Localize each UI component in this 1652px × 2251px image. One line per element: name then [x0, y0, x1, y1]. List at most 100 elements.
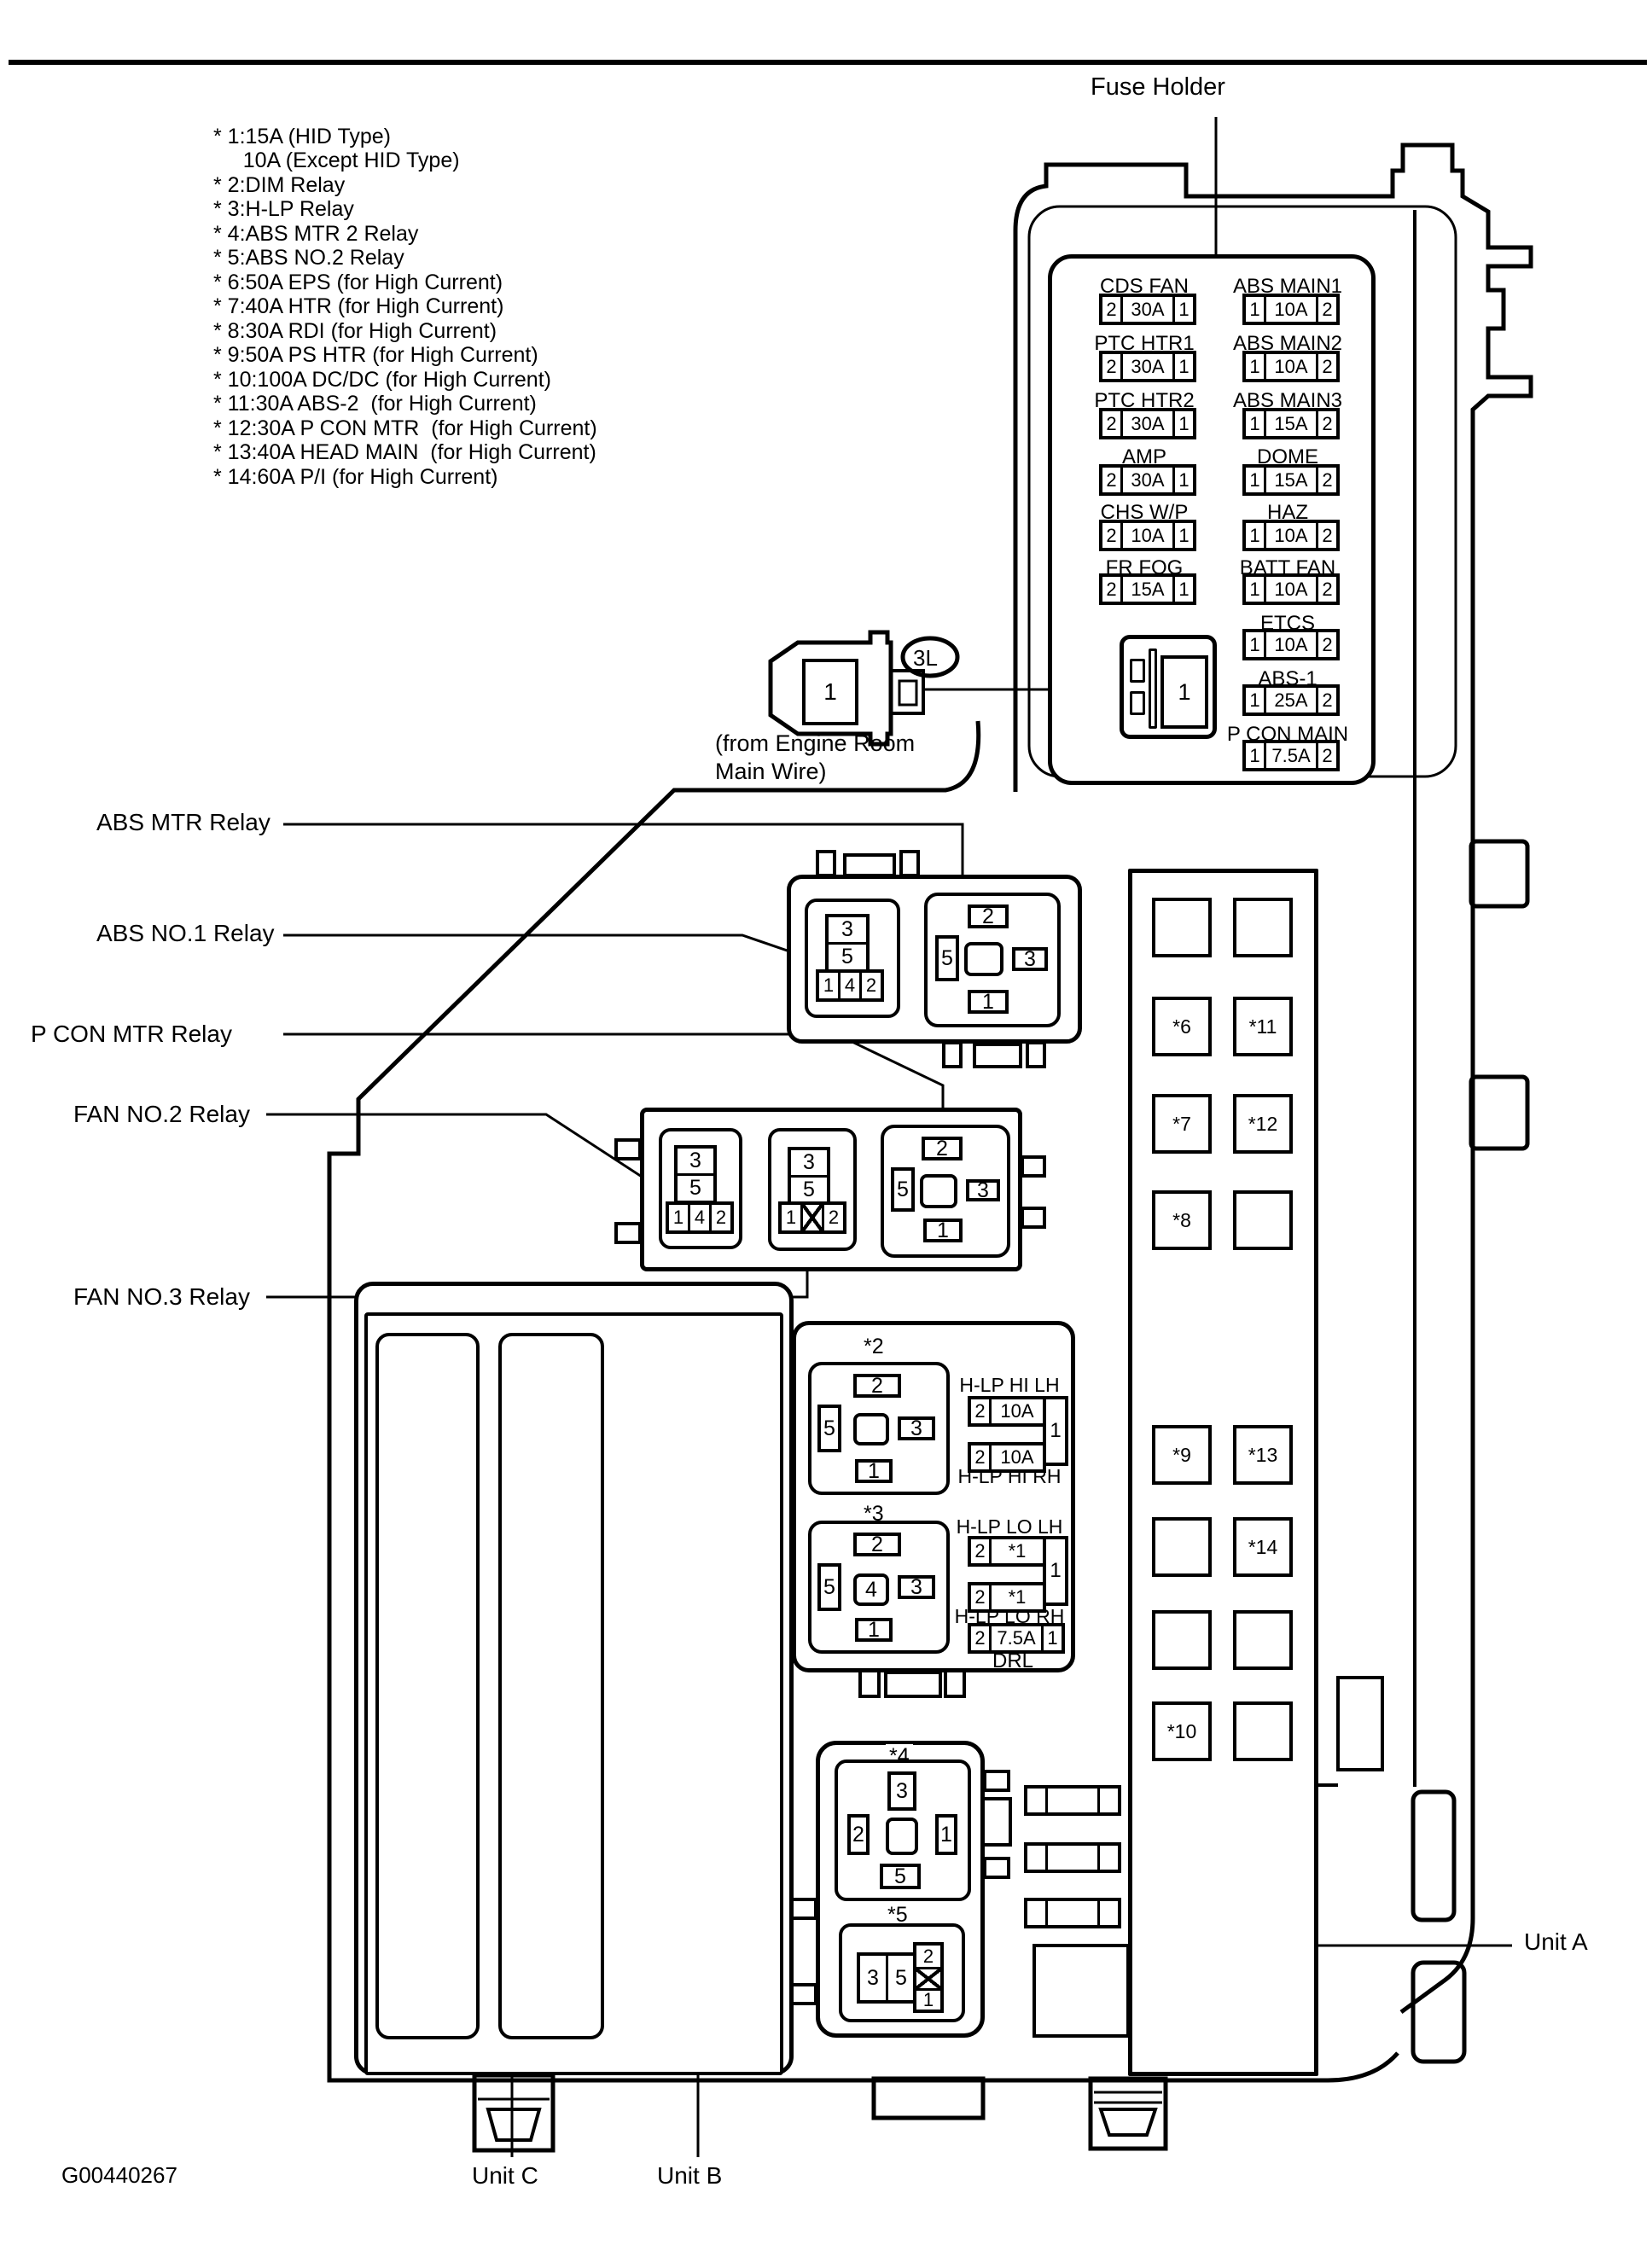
legend-item: * 6:50A EPS (for High Current) [213, 270, 503, 294]
relay1-tab [899, 850, 920, 877]
fuse: 1 15A 2 [1242, 408, 1340, 439]
unit-a-cell[interactable] [1233, 1190, 1293, 1250]
fuse-cell: 10A [1264, 632, 1316, 657]
legend-item: * 10:100A DC/DC (for High Current) [213, 368, 551, 392]
fuse-holder-connector-detail [1130, 691, 1145, 715]
unit-b-slot[interactable] [498, 1333, 604, 2039]
fuse-cell: 1 [1249, 298, 1260, 320]
pin: 5 [829, 942, 866, 969]
fuse-cell: 2 [1106, 355, 1117, 377]
pin: 3 [898, 1575, 935, 1599]
unit-c-slot[interactable] [375, 1333, 480, 2039]
pin: 3 [803, 1150, 815, 1174]
pin: 2 [968, 904, 1009, 928]
pin: 5 [935, 935, 959, 981]
unit-a-cell[interactable]: *6 [1152, 997, 1212, 1056]
fan-no3-pin-pair: 3 5 [788, 1147, 830, 1206]
pin: 5 [886, 1956, 914, 2000]
unit-a-cell[interactable] [1233, 1701, 1293, 1761]
fuse-cell: 1 [1172, 577, 1193, 602]
right-tab-4 [1411, 1960, 1467, 2064]
engine-room-connector-outline [768, 630, 893, 747]
relay2-tab [614, 1222, 642, 1244]
figure-code: G00440267 [61, 2162, 177, 2188]
pin: 3 [887, 1771, 916, 1811]
fuse-cell: 30A [1120, 411, 1172, 436]
unit-a-cell[interactable] [1152, 898, 1212, 957]
relay2-tab [1021, 1155, 1046, 1178]
pin: 3 [898, 1416, 935, 1440]
pin: 3 [966, 1178, 1000, 1202]
pin: 4 [838, 973, 859, 998]
fuse-cell: 2 [1106, 578, 1117, 600]
bottom-tab-plain [871, 2076, 986, 2120]
unit-a-cell[interactable]: *10 [1152, 1701, 1212, 1761]
unit-a-cell[interactable]: *8 [1152, 1190, 1212, 1250]
fuse: 2 30A 1 [1099, 464, 1196, 496]
fuse: 1 10A 2 [1242, 573, 1340, 605]
fuse-cell [1097, 1846, 1118, 1870]
label-fan-no2-relay: FAN NO.2 Relay [73, 1101, 250, 1127]
unit-a-cell[interactable]: *7 [1152, 1094, 1212, 1154]
crossed-cell [800, 1205, 822, 1230]
unit-a-cell[interactable]: *14 [1233, 1517, 1293, 1577]
fuse-cell: 1 [1249, 355, 1260, 377]
fuse-cell: 2 [1106, 412, 1117, 434]
legend-item: * 13:40A HEAD MAIN (for High Current) [213, 440, 596, 464]
pin: 5 [791, 1175, 827, 1202]
relay-center-hole [964, 942, 1003, 976]
fan-no2-pin-row: 1 4 2 [666, 1201, 734, 1234]
fuse-cell [1097, 1789, 1118, 1812]
fuse-cell: 10A [989, 1399, 1043, 1423]
pin: 2 [822, 1205, 843, 1230]
abs-mtr-leader [283, 823, 964, 894]
unit-a-cell[interactable]: *12 [1233, 1094, 1293, 1154]
fuse-cell: 2 [1316, 743, 1336, 768]
fuse-cell: 2 [974, 1446, 986, 1468]
pin: 5 [891, 1167, 915, 1212]
drl-label: DRL [992, 1649, 1033, 1672]
pin: 5 [678, 1173, 713, 1201]
fuse: 1 15A 2 [1242, 464, 1340, 496]
unit-a-cell[interactable] [1233, 1610, 1293, 1670]
unit-a-cell[interactable] [1152, 1517, 1212, 1577]
unit-a-cell[interactable]: *11 [1233, 997, 1293, 1056]
abs-no1-pin-pair: 3 5 [825, 914, 870, 973]
fuse-cell: 1 [1249, 468, 1260, 491]
hlp-hi-lh-fuse: 2 10A [968, 1396, 1046, 1427]
legend-item: 10A (Except HID Type) [213, 148, 460, 172]
abs-no1-leader [283, 934, 803, 957]
tag-3l: 3L [913, 645, 938, 671]
pin: 1 [672, 1207, 684, 1228]
fuse-cell: 1 [1249, 412, 1260, 434]
hlp-hi-lh-label: H-LP HI LH [959, 1374, 1060, 1396]
fuse-cell: 1 [1172, 354, 1193, 379]
pin: 4 [853, 1573, 889, 1606]
legend-item: * 14:60A P/I (for High Current) [213, 465, 498, 489]
pin: 1 [968, 990, 1009, 1014]
fuse: 1 10A 2 [1242, 520, 1340, 551]
label-abs-mtr-relay: ABS MTR Relay [96, 809, 270, 835]
fuse-holder-connector-detail [1149, 649, 1157, 729]
block45-tab [981, 1797, 1012, 1847]
fan-no2-pin-pair: 3 5 [674, 1145, 717, 1204]
pin: 5 [880, 1864, 921, 1889]
right-tab-3 [1411, 1789, 1457, 1922]
right-step-box [1336, 1676, 1384, 1771]
engine-room-connector-tab-inner [898, 679, 918, 707]
fuse-cell: 2 [1316, 577, 1336, 602]
fuse-cell: 15A [1264, 468, 1316, 492]
fuse: 2 30A 1 [1099, 294, 1196, 325]
legend-item: * 4:ABS MTR 2 Relay [213, 222, 419, 246]
unit-a-cell[interactable]: *13 [1233, 1425, 1293, 1485]
unit-a-cell[interactable] [1233, 898, 1293, 957]
unit-a-cell[interactable] [1152, 1610, 1212, 1670]
relay2-tab [1021, 1207, 1046, 1229]
unit-a-cell[interactable]: *9 [1152, 1425, 1212, 1485]
pin: 1 [916, 1988, 940, 2010]
fuse-cell: 10A [1264, 577, 1316, 602]
tag-star3: *3 [864, 1502, 884, 1526]
legend-item: * 7:40A HTR (for High Current) [213, 294, 504, 318]
tag-3l-oval [900, 636, 960, 678]
relay-center-hole [853, 1413, 889, 1445]
